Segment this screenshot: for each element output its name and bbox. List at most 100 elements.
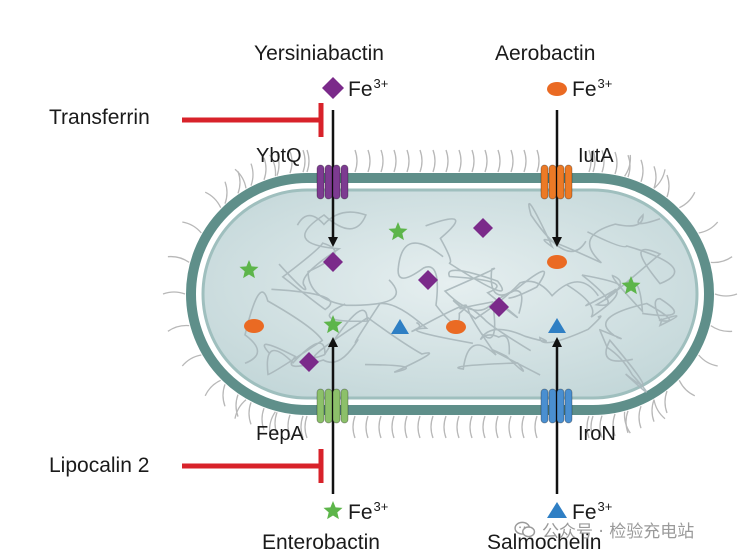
yersiniabactin-fe-diamond-icon (322, 77, 344, 99)
pilus (289, 150, 293, 174)
dna-strand (278, 211, 367, 291)
pilus (406, 149, 410, 173)
channel-segment (340, 388, 349, 424)
channel-segment (548, 164, 557, 200)
yersiniabactin-label: Yersiniabactin (254, 42, 384, 65)
pilus (534, 415, 538, 439)
star-icon (621, 276, 641, 295)
pilus (710, 256, 733, 264)
pilus (714, 293, 738, 297)
pilus (614, 151, 618, 175)
pilus (590, 415, 594, 439)
transferrin-inhibition (182, 103, 324, 137)
pilus (250, 163, 254, 186)
pilus (586, 415, 590, 439)
channel-segment (332, 164, 341, 200)
pilus (167, 255, 190, 263)
pilus (261, 407, 265, 431)
iron-label: IroN (578, 423, 616, 445)
pilus (698, 354, 718, 367)
pilus (599, 415, 603, 438)
iron-receptor-channel (540, 388, 573, 424)
channel-segment (332, 388, 341, 424)
ybtq-label: YbtQ (256, 145, 302, 167)
pilus (276, 153, 280, 176)
pilus (182, 221, 202, 234)
pilus (162, 291, 186, 295)
pilus (380, 149, 384, 173)
pilus (638, 405, 642, 429)
pilus (508, 415, 512, 439)
pilus (710, 325, 733, 333)
aerobactin-fe-ellipse-icon (547, 82, 567, 96)
pilus (300, 415, 304, 439)
pilus (304, 415, 308, 439)
pilus (625, 410, 629, 434)
watermark-text: 公众号 · 检验充电站 (542, 522, 695, 542)
pilus (181, 354, 202, 367)
pilus (404, 415, 408, 439)
pilus (365, 415, 369, 439)
pilus (354, 149, 358, 173)
pilus (234, 168, 247, 189)
channel-segment (540, 164, 549, 200)
salmochelin-fe-triangle-icon (547, 502, 567, 518)
dna-strand (313, 303, 431, 373)
channel-segment (564, 164, 573, 200)
fe3-yersiniabactin: Fe3+ (348, 76, 389, 101)
dna-strand (598, 328, 648, 393)
fe3-enterobactin: Fe3+ (348, 499, 389, 524)
ellipse-icon (244, 319, 264, 333)
pilus (306, 149, 310, 173)
dna-strand (457, 307, 541, 376)
pilus (653, 399, 666, 420)
pilus (510, 149, 514, 173)
enterobactin-label: Enterobactin (262, 531, 380, 554)
transferrin-label: Transferrin (49, 106, 150, 129)
pilus (679, 191, 696, 209)
pilus (678, 380, 696, 397)
dna-strand (263, 302, 474, 368)
pilus (445, 149, 449, 173)
channel-segment (316, 388, 325, 424)
pilus (495, 415, 499, 439)
pilus (378, 415, 382, 439)
channel-segment (540, 388, 549, 424)
pilus (521, 415, 525, 439)
channel-segment (556, 164, 565, 200)
pilus (482, 415, 486, 439)
pilus (469, 415, 473, 439)
ellipse-icon (446, 320, 466, 334)
channel-segment (324, 388, 333, 424)
ybtq-receptor-channel (316, 164, 349, 200)
pilus (269, 154, 277, 177)
pilus (302, 149, 306, 173)
dna-strand (244, 291, 326, 376)
pilus (612, 413, 616, 437)
fepa-receptor-channel (316, 388, 349, 424)
cell-cytoplasm (201, 188, 699, 400)
iuta-label: IutA (578, 145, 614, 167)
fe3-salmochelin: Fe3+ (572, 499, 613, 524)
enterobactin-fe-star-icon (323, 501, 343, 520)
pilus (204, 191, 222, 208)
pilus (167, 324, 190, 332)
lipocalin2-label: Lipocalin 2 (49, 454, 150, 477)
pilus (235, 394, 239, 417)
channel-segment (324, 164, 333, 200)
channel-segment (556, 388, 565, 424)
diamond-icon (489, 297, 509, 317)
dna-strand (565, 231, 676, 318)
salmochelin-label: Salmochelin (487, 531, 602, 554)
pilus (640, 159, 644, 183)
star-icon (323, 315, 343, 334)
wechat-icon (514, 521, 536, 537)
pilus (497, 149, 501, 173)
pilus (588, 149, 592, 173)
pilus (653, 166, 657, 189)
pilus (268, 411, 276, 434)
channel-segment (316, 164, 325, 200)
star-icon (388, 222, 408, 241)
nucleoid-dna (244, 202, 678, 393)
diamond-icon (473, 218, 493, 238)
